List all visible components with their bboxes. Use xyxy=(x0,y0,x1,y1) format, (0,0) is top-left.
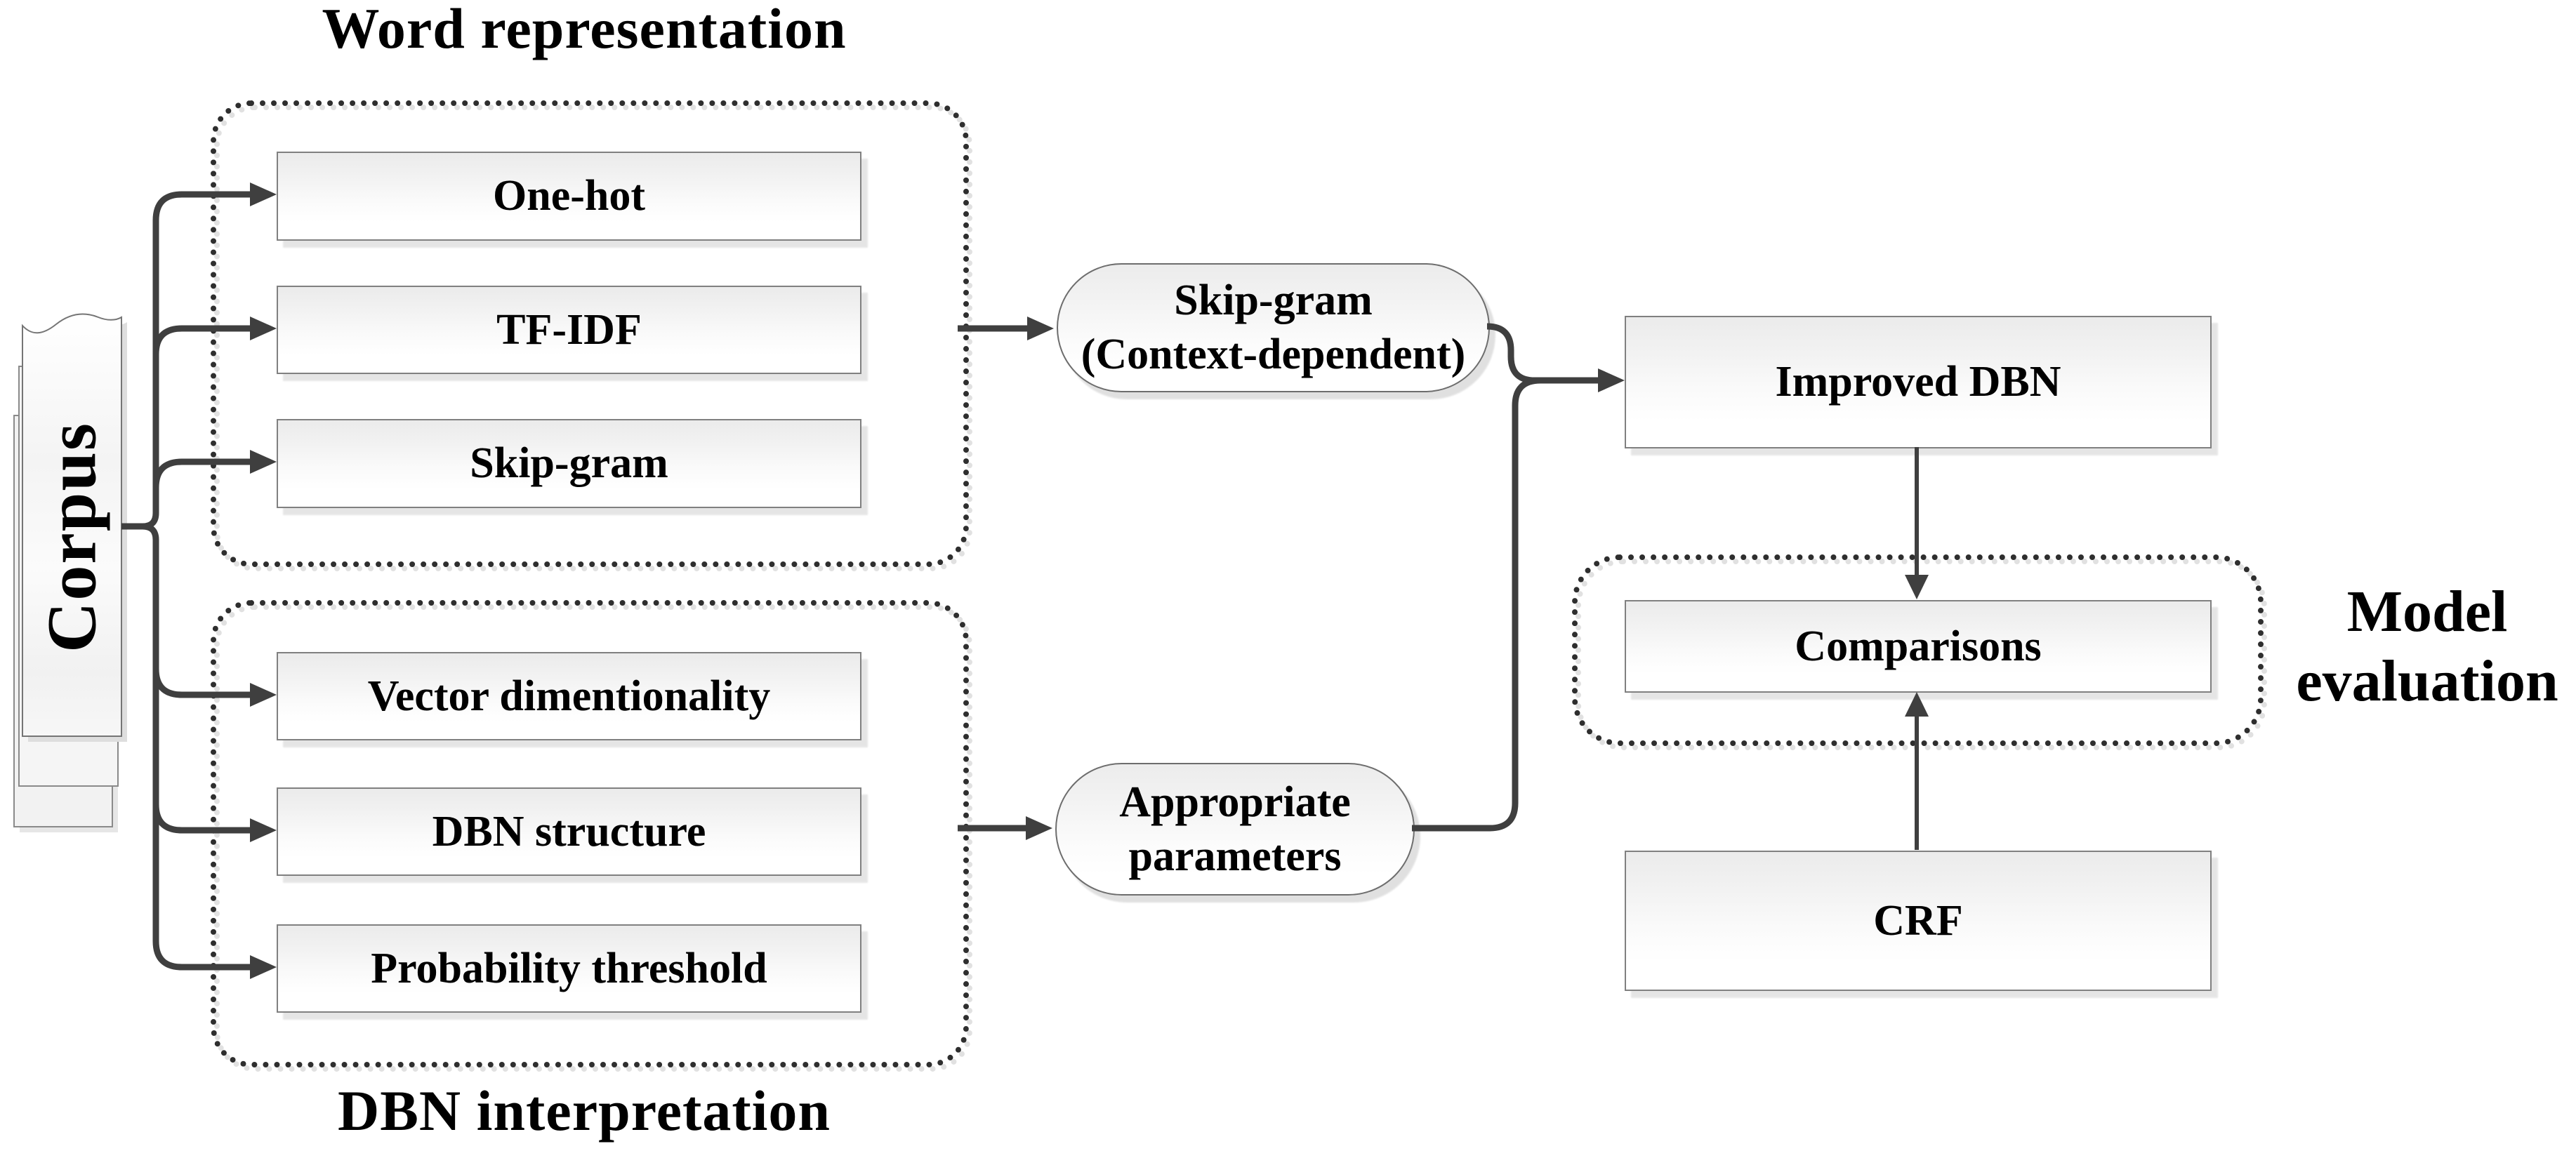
appropriate-parameters-node: Appropriate parameters xyxy=(1055,763,1415,896)
comparisons-box: Comparisons xyxy=(1625,600,2212,693)
arrowhead-skip-gram xyxy=(250,450,277,474)
word-representation-title: Word representation xyxy=(322,0,847,60)
arrowhead-tf-idf xyxy=(250,317,277,340)
skip-gram-context-line2: (Context-dependent) xyxy=(1081,331,1466,378)
corpus-page-front xyxy=(22,313,122,737)
appropriate-parameters-line1: Appropriate xyxy=(1119,778,1351,826)
dbn-interpretation-group xyxy=(211,600,969,1067)
arrowhead-skip-gram-context xyxy=(1027,317,1054,340)
arrowhead-appropriate-parameters xyxy=(1026,816,1052,840)
arrowhead-vector-dimentionality xyxy=(250,683,277,707)
dbn-interpretation-group-echo xyxy=(214,604,972,1072)
branch-vector-dimentionality xyxy=(152,668,251,698)
corpus-document-stack-icon xyxy=(13,313,127,832)
skip-gram-context-line1: Skip-gram xyxy=(1174,277,1373,324)
trunk-down-to-probability-threshold xyxy=(152,540,251,971)
probability-threshold-box: Probability threshold xyxy=(277,924,861,1013)
dbn-structure-box: DBN structure xyxy=(277,787,861,876)
arrowhead-dbn-structure xyxy=(250,818,277,842)
arrowhead-comparisons-top xyxy=(1905,575,1929,599)
appropriate-parameters-line2: parameters xyxy=(1128,832,1342,880)
model-evaluation-line1: Model xyxy=(2346,579,2508,644)
crf-box: CRF xyxy=(1625,851,2212,991)
word-representation-group-echo xyxy=(214,105,972,571)
tf-idf-box: TF-IDF xyxy=(277,286,861,374)
branch-dbn-structure xyxy=(152,804,251,834)
arrowhead-comparisons-bottom xyxy=(1905,692,1929,717)
skip-gram-context-node: Skip-gram (Context-dependent) xyxy=(1057,263,1490,392)
model-evaluation-line2: evaluation xyxy=(2296,648,2558,714)
arrowhead-probability-threshold xyxy=(250,955,277,979)
left-arrowheads xyxy=(250,182,277,979)
merge-connector xyxy=(1412,323,1599,832)
dbn-interpretation-title: DBN interpretation xyxy=(337,1079,831,1143)
branch-tf-idf xyxy=(152,325,251,355)
model-evaluation-group-echo xyxy=(1576,559,2267,750)
skip-gram-box: Skip-gram xyxy=(277,419,861,508)
one-hot-box: One-hot xyxy=(277,152,861,241)
model-evaluation-title: Model evaluation xyxy=(2262,577,2576,716)
brace-lower-curve xyxy=(142,523,159,540)
trunk-up-to-one-hot xyxy=(152,191,251,513)
corpus-label: Corpus xyxy=(32,422,111,653)
skip-gram-context-output-curve xyxy=(1486,323,1535,384)
stadium-arrowheads xyxy=(1026,317,1054,840)
group-exit-lines xyxy=(958,325,1029,832)
evaluation-arrowheads xyxy=(1905,575,1929,717)
word-representation-group xyxy=(211,100,969,567)
arrowhead-improved-dbn xyxy=(1598,368,1625,392)
corpus-trunk-connector xyxy=(121,191,251,971)
vector-dimentionality-box: Vector dimentionality xyxy=(277,652,861,740)
arrowhead-one-hot xyxy=(250,182,277,206)
improved-dbn-box: Improved DBN xyxy=(1625,316,2212,448)
branch-skip-gram xyxy=(152,458,251,488)
appropriate-parameters-riser xyxy=(1412,377,1541,832)
